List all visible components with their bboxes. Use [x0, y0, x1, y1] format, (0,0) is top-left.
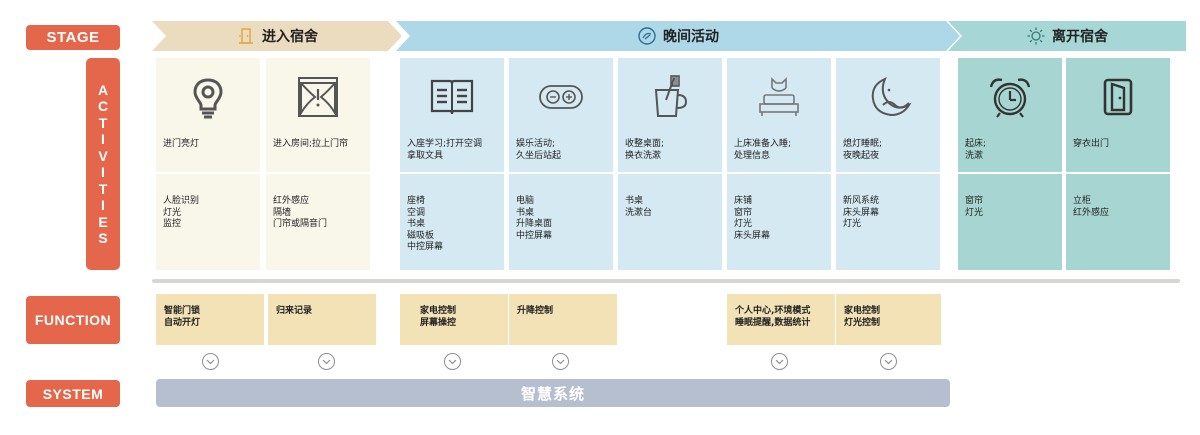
sun-icon [1026, 26, 1046, 46]
function-box: 个人中心,环境模式睡眠提醒,数据统计 [727, 294, 835, 345]
card-divider [958, 172, 1062, 174]
function-box: 升降控制 [509, 294, 617, 345]
activity-card: 上床准备入睡;处理信息 床铺窗帘灯光床头屏幕 [727, 58, 831, 270]
activity-text: 上床准备入睡;处理信息 [734, 139, 792, 161]
activity-text: 收整桌面;换衣洗漱 [625, 139, 665, 161]
chevron-down-icon [552, 353, 569, 370]
chevron-down-icon [771, 353, 788, 370]
section-divider [152, 279, 1180, 283]
card-divider [156, 172, 260, 174]
moon-sleep-icon [836, 72, 940, 122]
exit-door-icon [1066, 72, 1170, 122]
card-divider [509, 172, 613, 174]
function-label: FUNCTION [26, 296, 120, 344]
activity-card: 收整桌面;换衣洗漱 书桌洗漱台 [618, 58, 722, 270]
night-activity-icon [637, 26, 657, 46]
game-controller-icon [509, 72, 613, 122]
curtain-window-icon [266, 72, 370, 122]
device-list: 床铺窗帘灯光床头屏幕 [734, 196, 771, 241]
stage-title: 晚间活动 [663, 29, 719, 45]
alarm-clock-icon [958, 72, 1062, 122]
activity-card: 进入房间;拉上门帘 红外感应隔墙门帘或隔音门 [266, 58, 370, 270]
device-list: 窗帘灯光 [965, 196, 984, 218]
card-divider [618, 172, 722, 174]
activity-text: 娱乐活动;久坐后站起 [516, 139, 562, 161]
activities-letter: T [98, 114, 108, 131]
toothbrush-cup-icon [618, 72, 722, 122]
system-label: SYSTEM [26, 380, 120, 407]
stage-enter-dorm: 进入宿舍 [152, 21, 402, 51]
activities-letter: T [98, 180, 108, 197]
device-list: 座椅空调书桌磁吸板中控屏幕 [407, 196, 444, 252]
device-list: 人脸识别灯光监控 [163, 196, 200, 229]
card-divider [727, 172, 831, 174]
stage-leave-dorm: 离开宿舍 [948, 21, 1186, 51]
activities-letter: V [98, 147, 108, 164]
card-divider [266, 172, 370, 174]
chevron-down-icon [318, 353, 335, 370]
chevron-down-icon [880, 353, 897, 370]
activities-letter: A [97, 81, 109, 98]
book-icon [400, 72, 504, 122]
card-divider [1066, 172, 1170, 174]
activities-letter: S [98, 230, 108, 246]
activity-card: 熄灯睡眠;夜晚起夜 新风系统床头屏幕灯光 [836, 58, 940, 270]
activity-text: 穿衣出门 [1073, 139, 1110, 149]
activity-card: 进门亮灯 人脸识别灯光监控 [156, 58, 260, 270]
activities-letter: C [97, 98, 109, 114]
lightbulb-icon [156, 72, 260, 122]
function-box: 智能门锁自动开灯 [156, 294, 264, 345]
activities-label: A C T I V I T I E S [86, 58, 120, 270]
bed-cat-icon [727, 72, 831, 122]
activity-text: 进入房间;拉上门帘 [273, 139, 349, 149]
card-divider [400, 172, 504, 174]
device-list: 电脑书桌升降桌面中控屏幕 [516, 196, 553, 241]
activity-card: 起床;洗漱 窗帘灯光 [958, 58, 1062, 270]
stage-title: 离开宿舍 [1052, 29, 1108, 45]
device-list: 书桌洗漱台 [625, 196, 653, 218]
activity-text: 熄灯睡眠;夜晚起夜 [843, 139, 883, 161]
activity-text: 起床;洗漱 [965, 139, 987, 161]
card-divider [836, 172, 940, 174]
activity-text: 入座学习;打开空调拿取文具 [407, 139, 483, 161]
activities-letter: I [101, 131, 105, 147]
activity-text: 进门亮灯 [163, 139, 200, 149]
function-box: 归来记录 [268, 294, 376, 345]
chevron-down-icon [444, 353, 461, 370]
door-icon [236, 26, 256, 46]
activities-letter: I [101, 164, 105, 180]
device-list: 新风系统床头屏幕灯光 [843, 196, 880, 229]
function-box: 家电控制屏幕操控 [400, 294, 508, 345]
function-box: 家电控制灯光控制 [836, 294, 941, 345]
activities-letter: E [98, 213, 108, 230]
stage-title: 进入宿舍 [262, 29, 318, 45]
chevron-down-icon [202, 353, 219, 370]
activity-card: 娱乐活动;久坐后站起 电脑书桌升降桌面中控屏幕 [509, 58, 613, 270]
activity-card: 入座学习;打开空调拿取文具 座椅空调书桌磁吸板中控屏幕 [400, 58, 504, 270]
device-list: 红外感应隔墙门帘或隔音门 [273, 196, 328, 229]
system-bar: 智慧系统 [156, 379, 950, 407]
device-list: 立柜红外感应 [1073, 196, 1110, 218]
activity-card: 穿衣出门 立柜红外感应 [1066, 58, 1170, 270]
stage-label: STAGE [26, 25, 120, 50]
activities-letter: I [101, 197, 105, 213]
stage-evening-activity: 晚间活动 [396, 21, 960, 51]
